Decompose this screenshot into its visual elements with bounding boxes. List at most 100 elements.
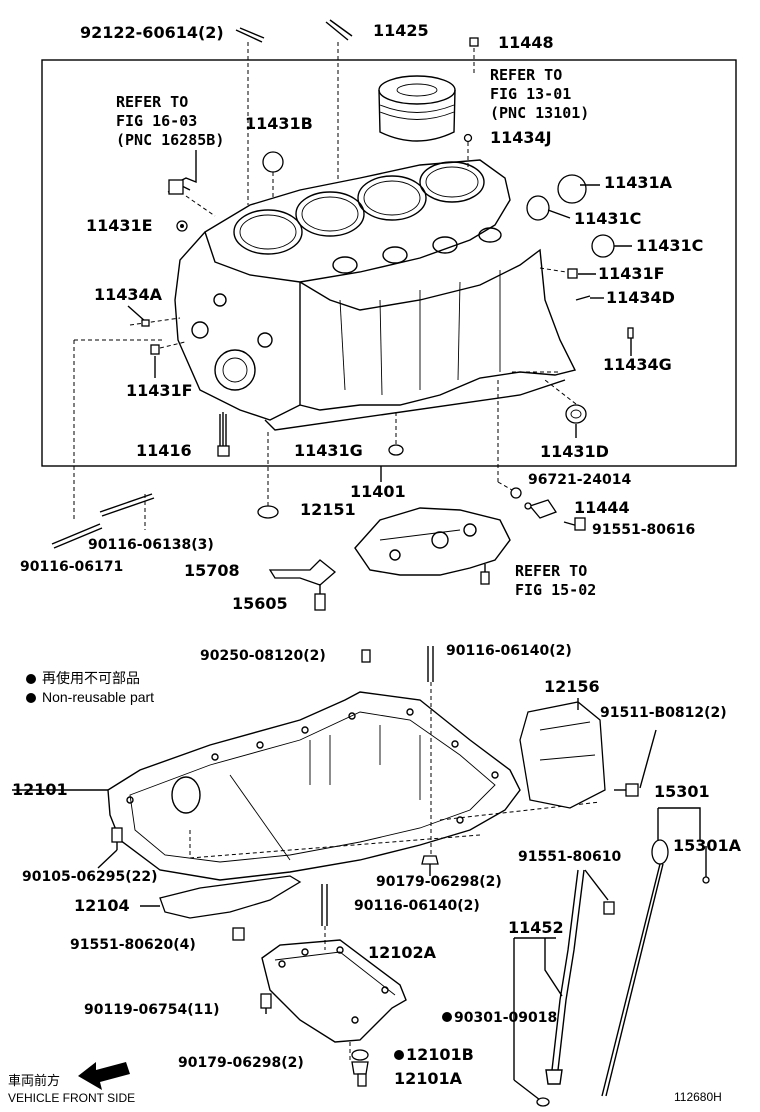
label-15301A: 15301A [673, 836, 742, 855]
hose-elbow-drawing [167, 150, 216, 217]
label-11434G: 11434G [603, 355, 672, 374]
bolt-11416 [217, 412, 230, 457]
block-group-frame [41, 59, 737, 467]
ref-line: REFER TO [490, 66, 563, 84]
non-reusable-dot-icon [394, 1050, 404, 1060]
label-12104: 12104 [74, 896, 130, 915]
valve-15605 [314, 584, 326, 611]
bolt-91511 [614, 729, 657, 797]
label-12101: 12101 [12, 780, 68, 799]
baffle-15708 [268, 559, 337, 586]
label-12101B-text: 12101B [406, 1045, 474, 1064]
bolt-91551-80616 [563, 517, 586, 531]
stud-90116-06171 [51, 340, 103, 549]
label-96721-24014: 96721-24014 [528, 472, 632, 488]
label-90119-06754: 90119-06754(11) [84, 1002, 220, 1018]
oil-pump-drawing [354, 507, 511, 576]
ref-fig16-03: REFER TO FIG 16-03 (PNC 16285B) [116, 93, 224, 150]
label-11431B: 11431B [245, 114, 313, 133]
pin-11448 [469, 37, 479, 75]
plug-11431E [176, 220, 188, 232]
ref-fig15-bolt [480, 564, 490, 585]
label-90116-06140-b: 90116-06140(2) [354, 898, 480, 914]
label-11448: 11448 [498, 33, 554, 52]
ref-line: REFER TO [116, 93, 189, 111]
label-15301: 15301 [654, 782, 710, 801]
label-90179-06298-a: 90179-06298(2) [376, 874, 502, 890]
stud-90116-06138 [99, 493, 155, 530]
stud-92122 [235, 27, 265, 205]
bolt-91551-80610 [584, 869, 615, 915]
label-90250-08120: 90250-08120(2) [200, 648, 326, 664]
plug-11431C-2 [591, 234, 632, 258]
label-11431C-1: 11431C [574, 209, 642, 228]
legend-non-reusable-en: Non-reusable part [26, 689, 154, 705]
ref-line: FIG 13-01 [490, 85, 572, 103]
label-91511-B0812: 91511-B0812(2) [600, 705, 727, 721]
label-11416: 11416 [136, 441, 192, 460]
label-11434J: 11434J [490, 128, 552, 147]
label-11452: 11452 [508, 918, 564, 937]
plug-11431F-right [539, 267, 596, 279]
label-15605: 15605 [232, 594, 288, 613]
legend-text-jp: 再使用不可部品 [42, 670, 140, 686]
non-reusable-dot-icon [26, 693, 36, 704]
baffle-12156 [519, 698, 606, 809]
fitting-11444 [524, 499, 557, 519]
label-11434A: 11434A [94, 285, 163, 304]
drain-plug-12101 [351, 1049, 369, 1087]
label-12151: 12151 [300, 500, 356, 519]
plug-11431F-left [150, 341, 186, 378]
label-91551-80616: 91551-80616 [592, 522, 696, 538]
legend-non-reusable-jp: 再使用不可部品 [26, 668, 140, 688]
ref-line: FIG 15-02 [515, 581, 597, 599]
seal-11431D [544, 379, 587, 438]
label-11425: 11425 [373, 21, 429, 40]
label-11431A: 11431A [604, 173, 673, 192]
label-12102A: 12102A [368, 943, 437, 962]
vehicle-front-en: VEHICLE FRONT SIDE [8, 1091, 136, 1105]
plug-11431C-1 [526, 195, 571, 221]
label-11431D: 11431D [540, 442, 609, 461]
label-11431E: 11431E [86, 216, 153, 235]
stud-90116-06140-b [321, 884, 328, 950]
ref-line: REFER TO [515, 562, 588, 580]
plug-11431B [262, 151, 284, 198]
label-12101A: 12101A [394, 1069, 463, 1088]
ref-line: (PNC 16285B) [116, 131, 225, 149]
non-reusable-dot-icon [26, 674, 36, 685]
label-12101B: 12101B [394, 1045, 474, 1064]
oil-pan-upper-drawing [12, 691, 521, 881]
bolt-90105 [97, 827, 123, 869]
front-arrow [78, 1062, 130, 1090]
piston-drawing [378, 75, 456, 142]
plug-11431G [388, 410, 404, 456]
pin-11434A [127, 305, 150, 327]
label-92122-60614: 92122-60614(2) [80, 23, 224, 42]
label-11431F-right: 11431F [598, 264, 665, 283]
label-15708: 15708 [184, 561, 240, 580]
figure-id: 112680H [674, 1090, 722, 1104]
label-90301-text: 90301-09018 [454, 1010, 558, 1026]
label-11444: 11444 [574, 498, 630, 517]
non-reusable-dot-icon [442, 1012, 452, 1022]
label-12156: 12156 [544, 677, 600, 696]
label-90301-09018: 90301-09018 [442, 1010, 557, 1026]
guide-11452 [513, 869, 585, 1107]
label-90179-06298-b: 90179-06298(2) [178, 1055, 304, 1071]
bolt-91551-80620 [232, 927, 245, 941]
plate-12104 [140, 875, 302, 919]
label-11401: 11401 [350, 482, 406, 501]
seal-12151 [257, 430, 279, 519]
pin-11434D [575, 295, 604, 301]
label-11431F-left: 11431F [126, 381, 193, 400]
label-11434D: 11434D [606, 288, 675, 307]
dipstick-15301 [601, 807, 710, 1097]
ref-line: FIG 16-03 [116, 112, 198, 130]
legend-text-en: Non-reusable part [42, 689, 155, 705]
stud-90116-06140-a [427, 646, 434, 860]
plug-11431A [557, 174, 600, 204]
pin-11434G [627, 327, 634, 356]
